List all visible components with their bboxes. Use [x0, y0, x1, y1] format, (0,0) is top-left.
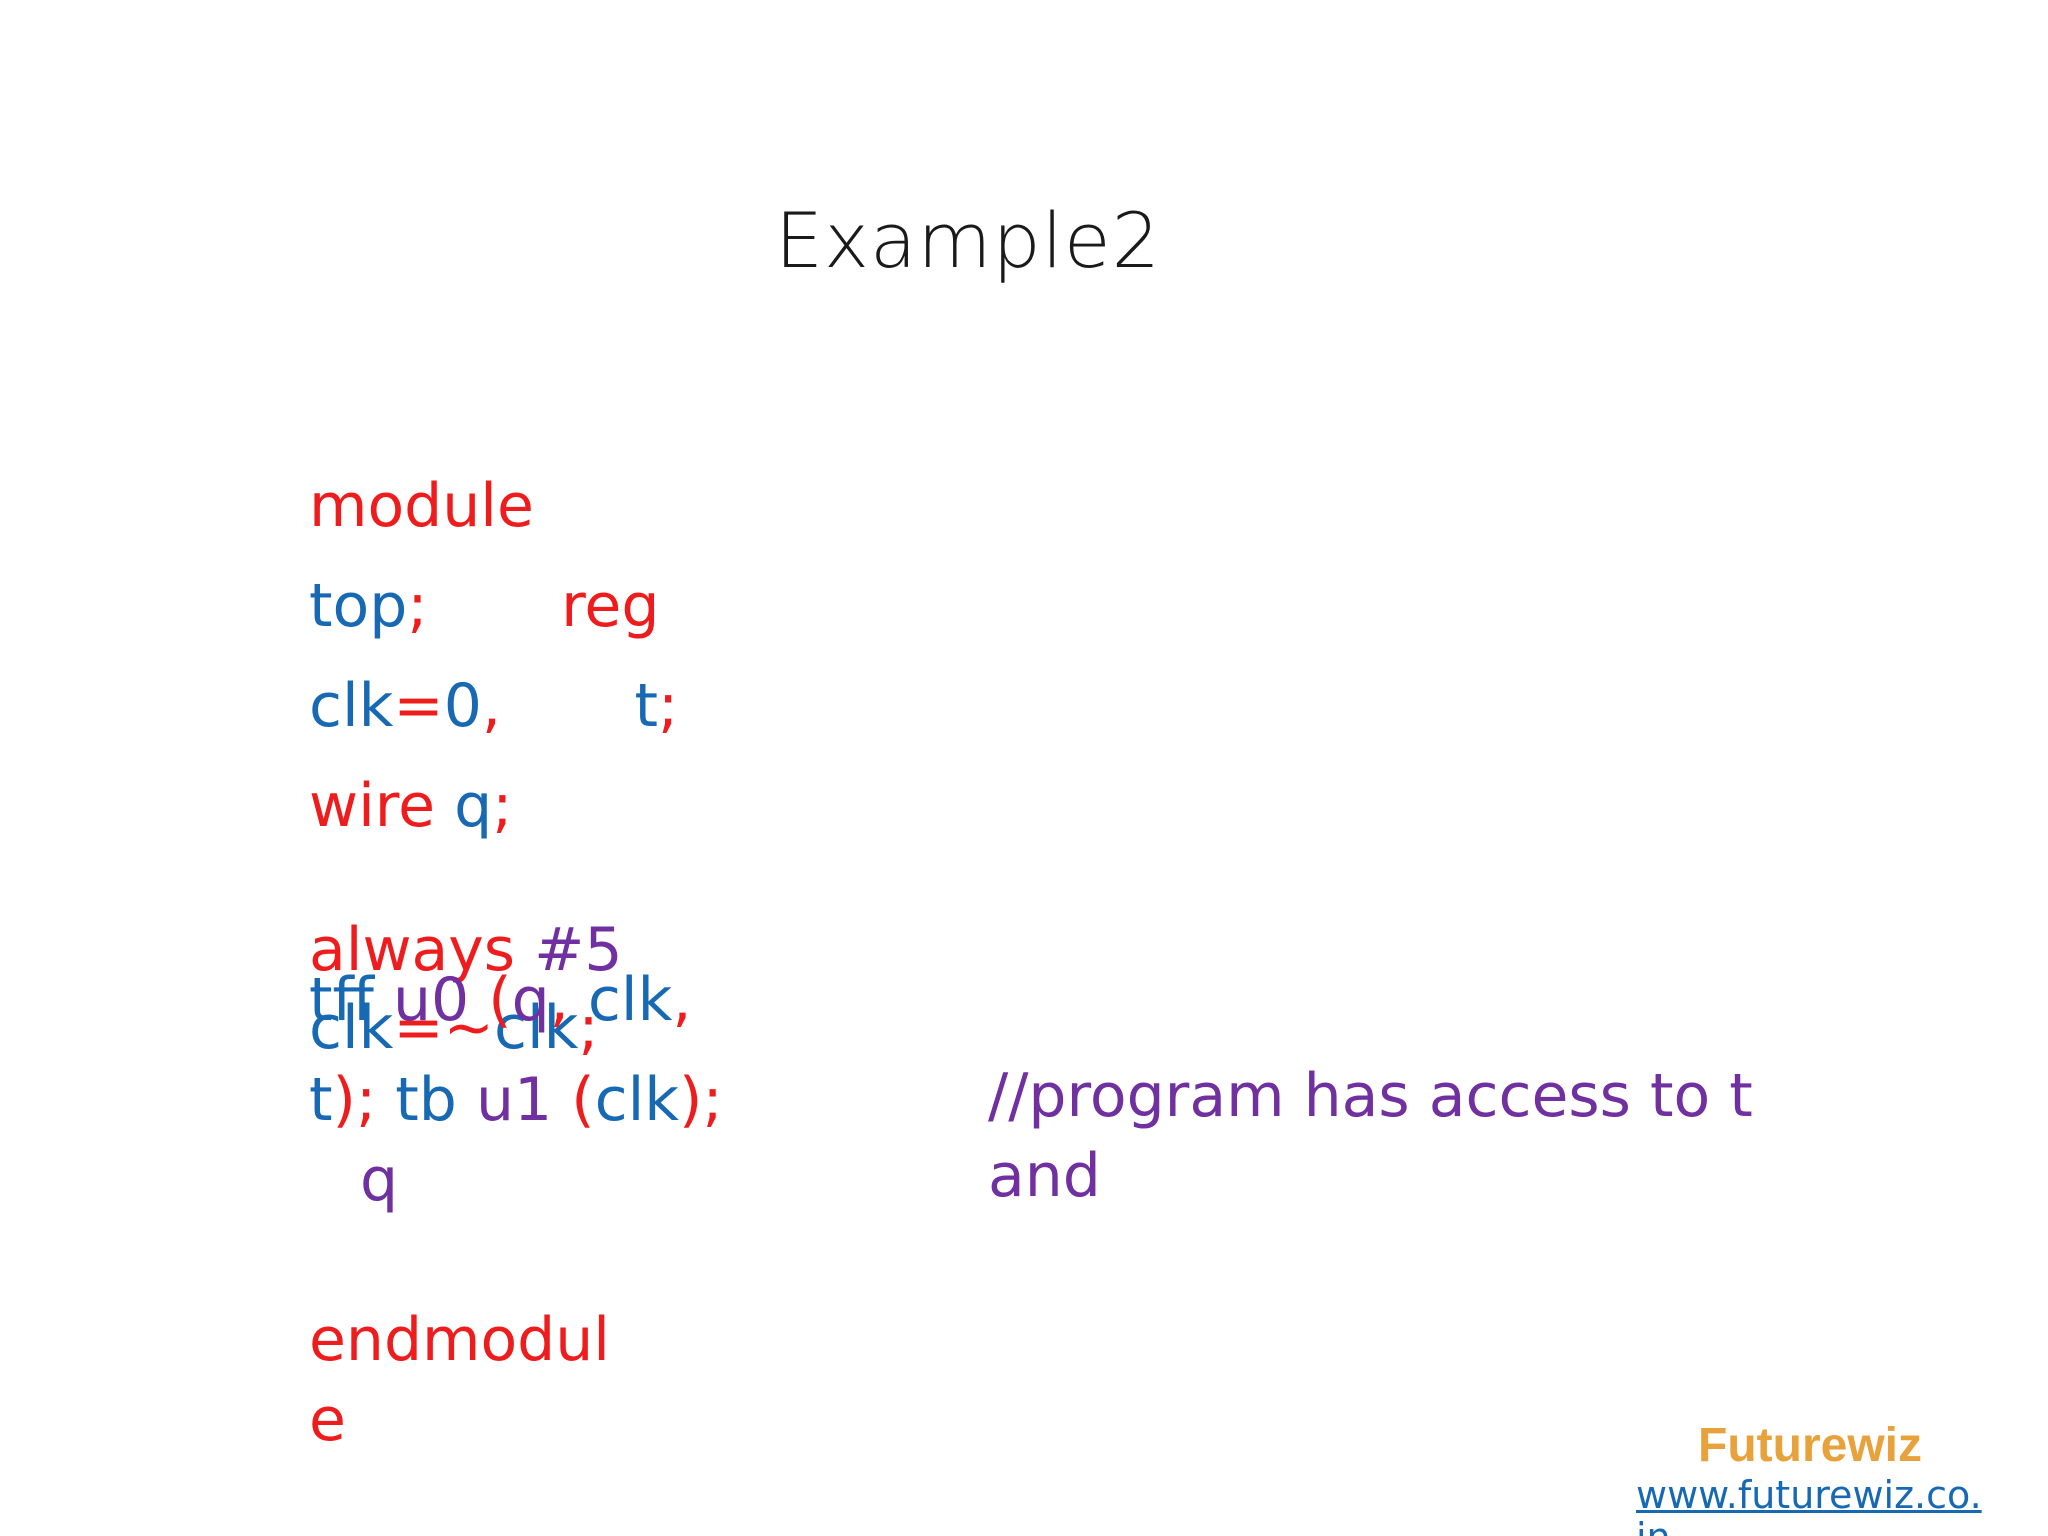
- code-line-5: always #5: [309, 910, 623, 990]
- punct-close-paren-semicolon: );: [332, 1065, 377, 1135]
- identifier-t: t: [309, 1065, 333, 1135]
- code-line-3: clk=0, t;: [309, 666, 678, 746]
- literal-zero: 0: [443, 671, 482, 741]
- code-line-10: endmodul: [309, 1300, 610, 1380]
- punct-semicolon: ;: [492, 771, 513, 841]
- code-line-2: top; reg: [309, 566, 659, 646]
- keyword-always: always: [309, 915, 516, 985]
- instance-u0: u0: [392, 965, 470, 1035]
- punct-open-paren: (: [571, 1065, 595, 1135]
- code-line-1: module: [309, 466, 534, 546]
- identifier-q: q: [454, 771, 493, 841]
- slide-title: Example2: [774, 196, 1162, 285]
- keyword-endmodule-wrap: e: [309, 1385, 346, 1455]
- identifier-clk: clk: [309, 993, 394, 1063]
- punct-comma: ,: [549, 965, 569, 1035]
- identifier-top: top: [309, 571, 408, 641]
- identifier-clk: clk: [594, 1065, 680, 1135]
- identifier-q: q: [511, 965, 550, 1035]
- identifier-tb: tb: [395, 1065, 457, 1135]
- brand-logo-text: Futurewiz: [1698, 1419, 1922, 1472]
- code-line-7: tff u0 (q, clk,: [309, 960, 691, 1040]
- identifier-t: t: [634, 671, 658, 741]
- punct-comma: ,: [672, 965, 692, 1035]
- keyword-reg: reg: [561, 571, 660, 641]
- punct-comma: ,: [481, 671, 501, 741]
- code-comment: //program has access to t and: [988, 1061, 1753, 1211]
- website-link[interactable]: www.futurewiz.co.in: [1636, 1473, 1982, 1536]
- code-line-8: t); tb u1 (clk);: [309, 1060, 723, 1140]
- keyword-wire: wire: [309, 771, 436, 841]
- punct-invert-assign: =~: [393, 993, 494, 1063]
- punct-equals: =: [393, 671, 444, 741]
- punct-close-paren-semicolon: );: [679, 1065, 723, 1135]
- instance-u1: u1: [475, 1065, 553, 1135]
- identifier-tff: tff: [309, 965, 374, 1035]
- identifier-clk: clk: [587, 965, 673, 1035]
- keyword-module: module: [309, 471, 534, 541]
- code-line-4: wire q;: [309, 766, 512, 846]
- identifier-clk: clk: [309, 671, 394, 741]
- keyword-endmodule: endmodul: [309, 1305, 610, 1375]
- punct-semicolon: ;: [578, 993, 599, 1063]
- code-line-6: clk=~clk;: [309, 988, 599, 1068]
- delay-value: #5: [534, 915, 623, 985]
- punct-semicolon: ;: [658, 671, 679, 741]
- punct-semicolon: ;: [407, 571, 428, 641]
- identifier-q: q: [360, 1145, 399, 1215]
- code-line-9: q: [360, 1140, 398, 1220]
- punct-open-paren: (: [488, 965, 512, 1035]
- code-line-11: e: [309, 1380, 346, 1460]
- identifier-clk: clk: [493, 993, 579, 1063]
